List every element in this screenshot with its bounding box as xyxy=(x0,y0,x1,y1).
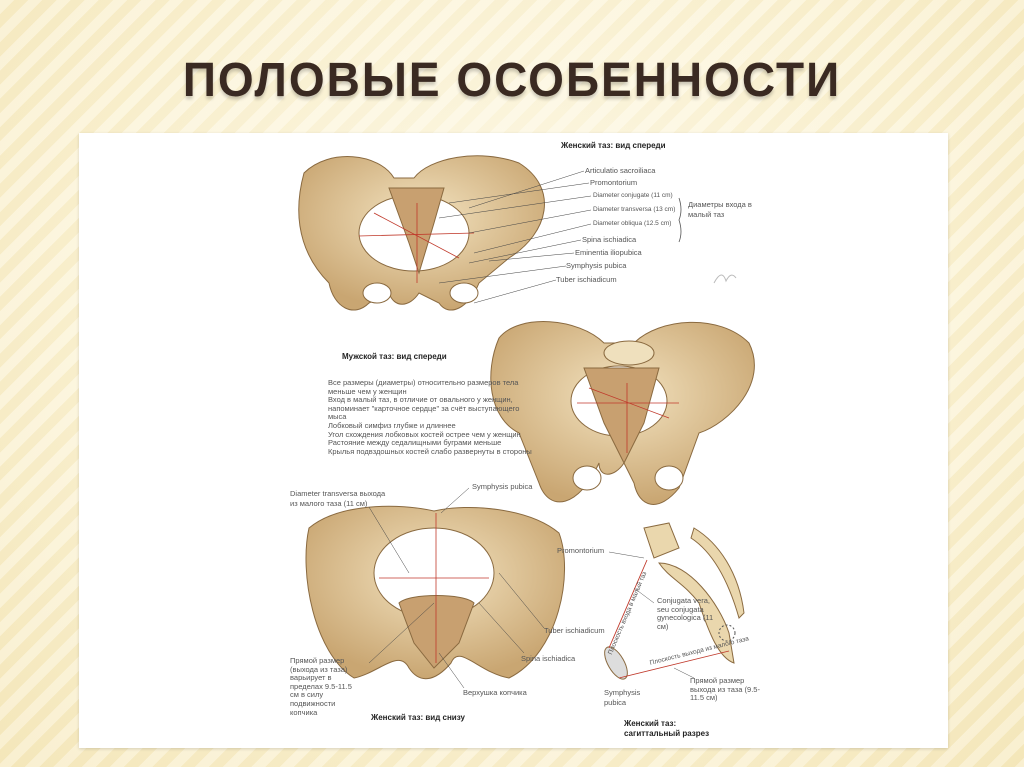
label-conjugata-vera: Conjugata vera, seu conjugata gynecologi… xyxy=(657,596,714,631)
male-note: Вход в малый таз, в отличие от овального… xyxy=(328,395,520,422)
male-note: Все размеры (диаметры) относительно разм… xyxy=(328,378,519,396)
label-promontorium-sagittal: Promontorium xyxy=(557,546,605,555)
anatomy-figure: Женский таз: вид спереди Articulatio sac… xyxy=(79,133,948,748)
label-diameter-conjugate: Diameter conjugate (11 cm) xyxy=(593,192,673,199)
pelvis-drawings xyxy=(298,155,755,689)
label-tuber-below: Tuber ischiadicum xyxy=(544,626,605,635)
label-spina-below: Spina ischiadica xyxy=(521,654,576,663)
label-outlet-size: Прямой размер выхода из таза (9.5-11.5 с… xyxy=(690,676,760,703)
male-pelvis-front xyxy=(490,321,755,505)
label-symphysis-pubica: Symphysis pubica xyxy=(566,261,627,270)
slide-title: ПОЛОВЫЕ ОСОБЕННОСТИ xyxy=(182,51,842,107)
female-sagittal-heading: Женский таз: сагиттальный разрез xyxy=(624,719,710,738)
label-symphysis-below: Symphysis pubica xyxy=(472,482,533,491)
female-pelvis-front xyxy=(298,155,545,311)
label-eminentia-iliopubica: Eminentia iliopubica xyxy=(575,248,642,257)
male-note: Крылья подвздошных костей слабо разверну… xyxy=(328,446,532,456)
inlet-diameters-note: Диаметры входа в малый таз xyxy=(688,200,752,219)
female-pelvis-below xyxy=(305,505,565,680)
label-coccyx-tip: Верхушка копчика xyxy=(463,688,527,697)
label-tuber-ischiadicum: Tuber ischiadicum xyxy=(556,275,617,284)
male-note: Лобковый симфиз глубже и длиннее xyxy=(328,420,456,430)
label-straight-size: Прямой размер (выхода из таза) варьирует… xyxy=(290,656,352,717)
male-note: Растояние между седалищными буграми мень… xyxy=(328,438,502,448)
female-front-heading: Женский таз: вид спереди xyxy=(561,141,666,150)
male-notes: Все размеры (диаметры) относительно разм… xyxy=(328,378,533,456)
label-diameter-transversa: Diameter transversa (13 cm) xyxy=(593,206,676,213)
label-symphysis-sagittal: Symphysis pubica xyxy=(604,688,641,707)
female-below-heading: Женский таз: вид снизу xyxy=(371,713,465,722)
signature xyxy=(713,274,737,284)
label-diameter-transversa-outlet: Diameter transversa выхода из малого таз… xyxy=(290,489,386,508)
label-diameter-obliqua: Diameter obliqua (12.5 cm) xyxy=(593,220,672,227)
female-pelvis-sagittal xyxy=(604,522,745,680)
male-note: Угол схождения лобковых костей острее че… xyxy=(328,429,521,439)
label-articulatio-sacroiliaca: Articulatio sacroiliaca xyxy=(585,166,656,175)
male-front-heading: Мужской таз: вид спереди xyxy=(342,352,447,361)
label-promontorium: Promontorium xyxy=(590,178,638,187)
label-spina-ischiadica: Spina ischiadica xyxy=(582,235,637,244)
